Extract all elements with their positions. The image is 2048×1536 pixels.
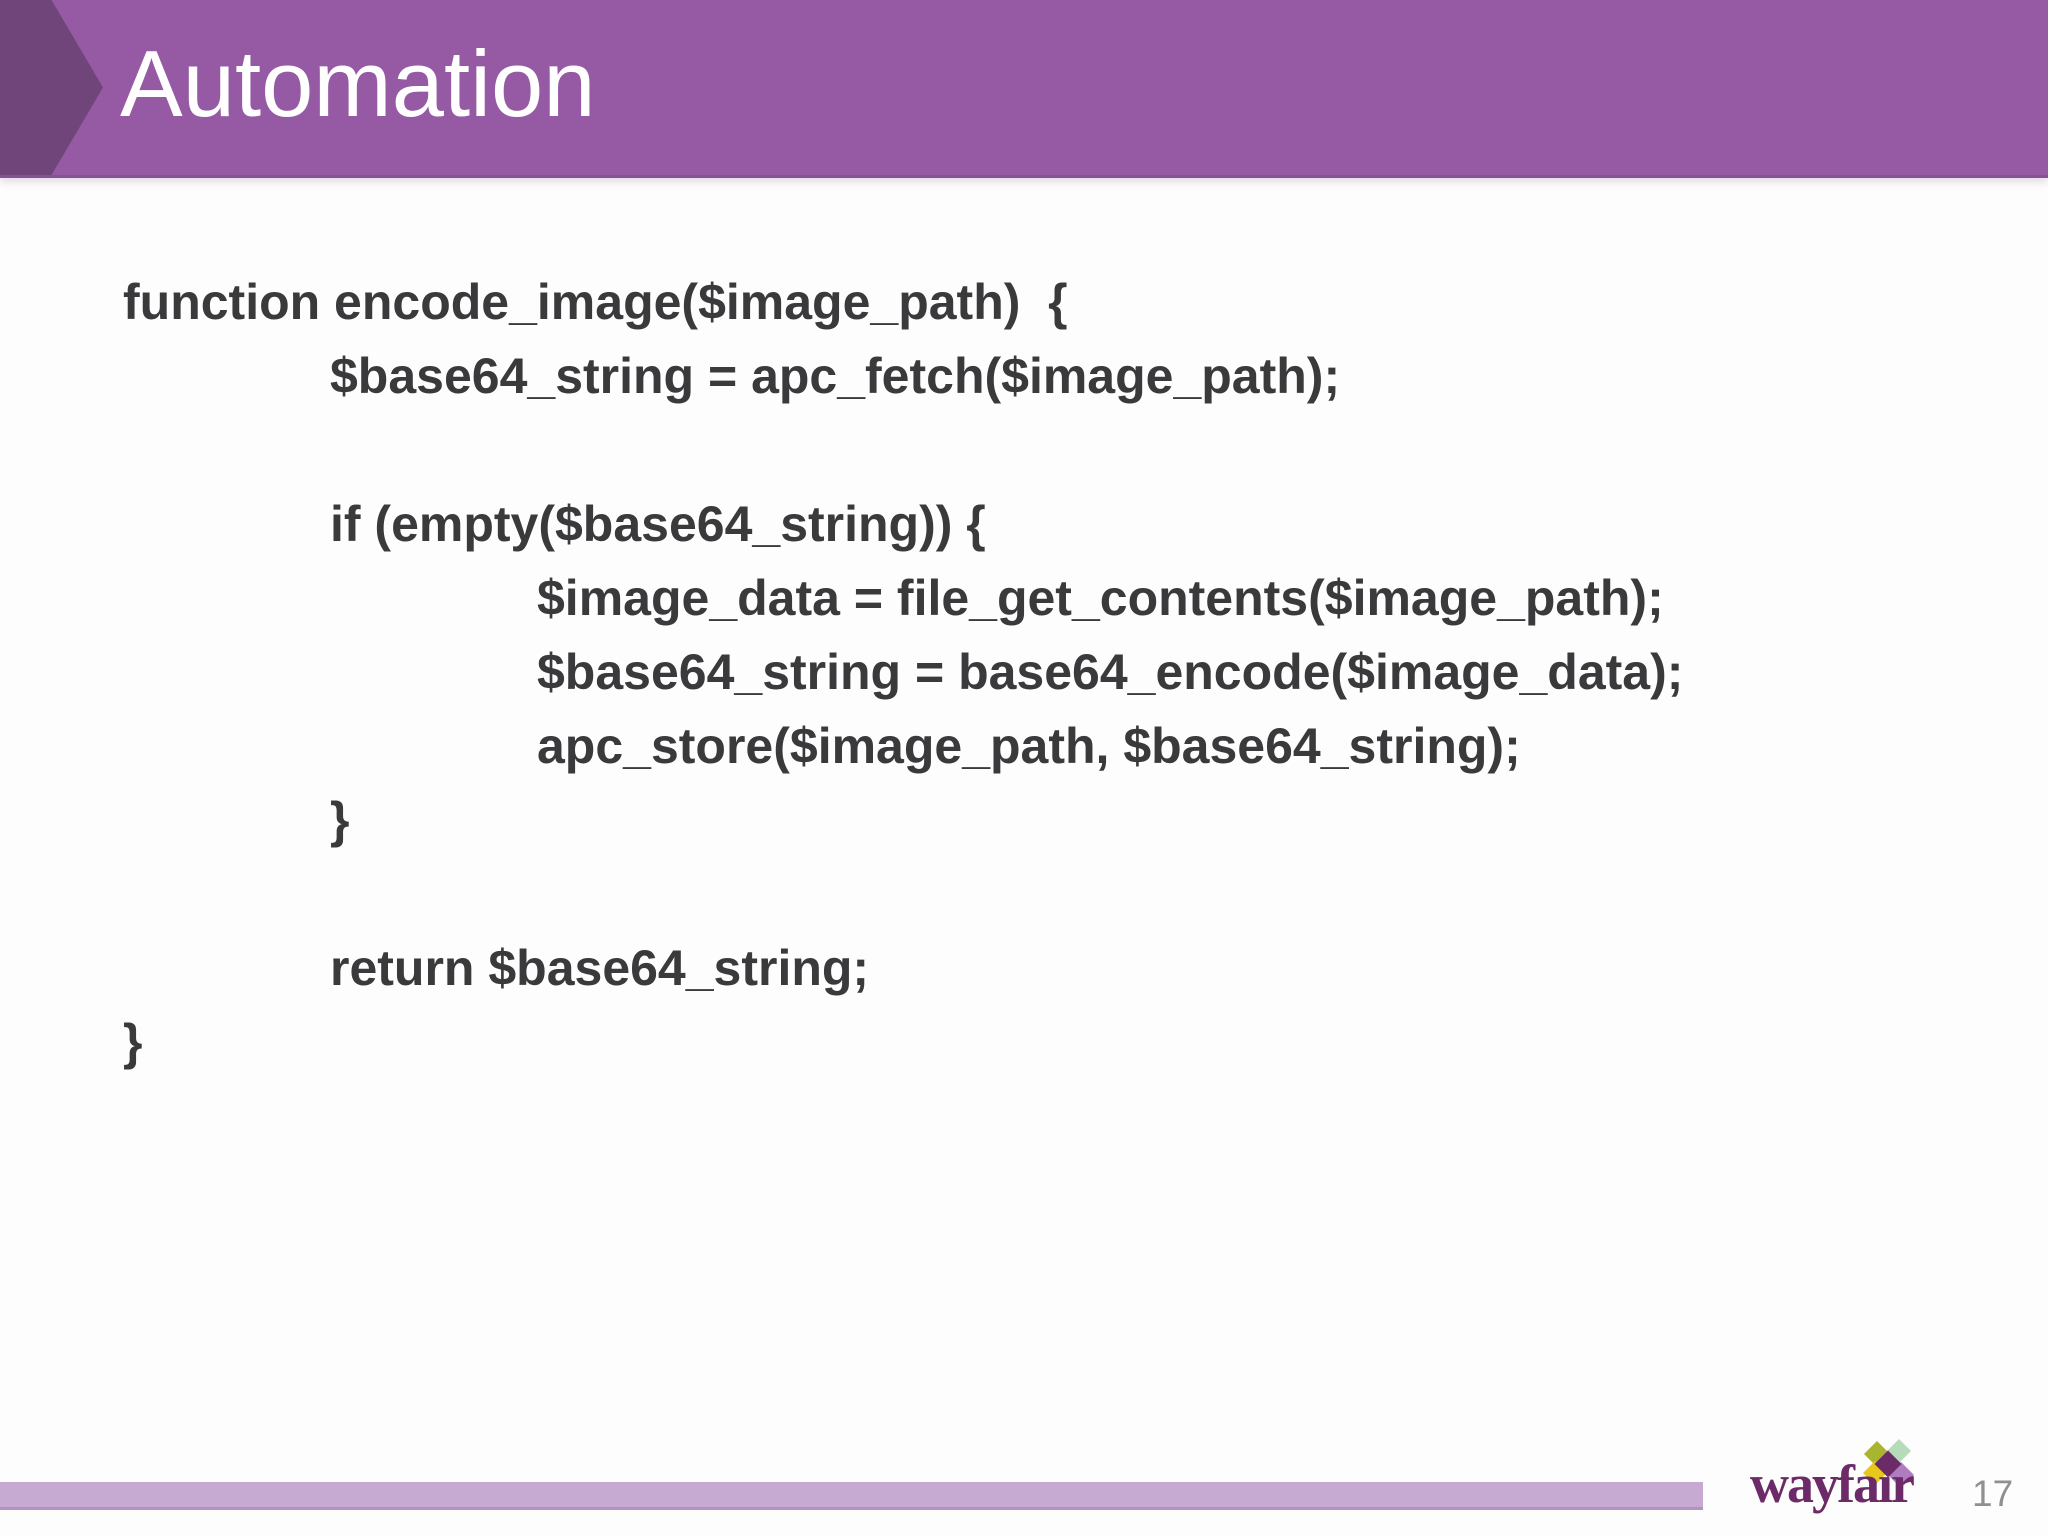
- code-line: $base64_string = apc_fetch($image_path);: [330, 348, 1341, 404]
- code-line: $image_data = file_get_contents($image_p…: [537, 570, 1664, 626]
- code-line: apc_store($image_path, $base64_string);: [537, 718, 1521, 774]
- code-line: }: [330, 792, 350, 848]
- code-line-blank: [123, 413, 1923, 487]
- slide-title: Automation: [120, 30, 596, 136]
- code-line: }: [123, 1014, 143, 1070]
- wayfair-logo: wayfair: [1750, 1439, 1930, 1517]
- wayfair-pinwheel-icon: [1863, 1439, 1914, 1488]
- code-line-blank: [123, 857, 1923, 931]
- code-line: function encode_image($image_path) {: [123, 274, 1068, 330]
- code-line: if (empty($base64_string)) {: [330, 496, 986, 552]
- code-line: $base64_string = base64_encode($image_da…: [537, 644, 1684, 700]
- page-number: 17: [1972, 1473, 2014, 1514]
- code-block: function encode_image($image_path) { $ba…: [123, 265, 1923, 1079]
- wayfair-logo-text: wayfair: [1750, 1454, 1915, 1514]
- code-line: return $base64_string;: [330, 940, 870, 996]
- footer-accent-bar: [0, 1482, 1703, 1510]
- chevron-decoration-icon: [0, 0, 103, 175]
- slide-header: Automation: [0, 0, 2048, 178]
